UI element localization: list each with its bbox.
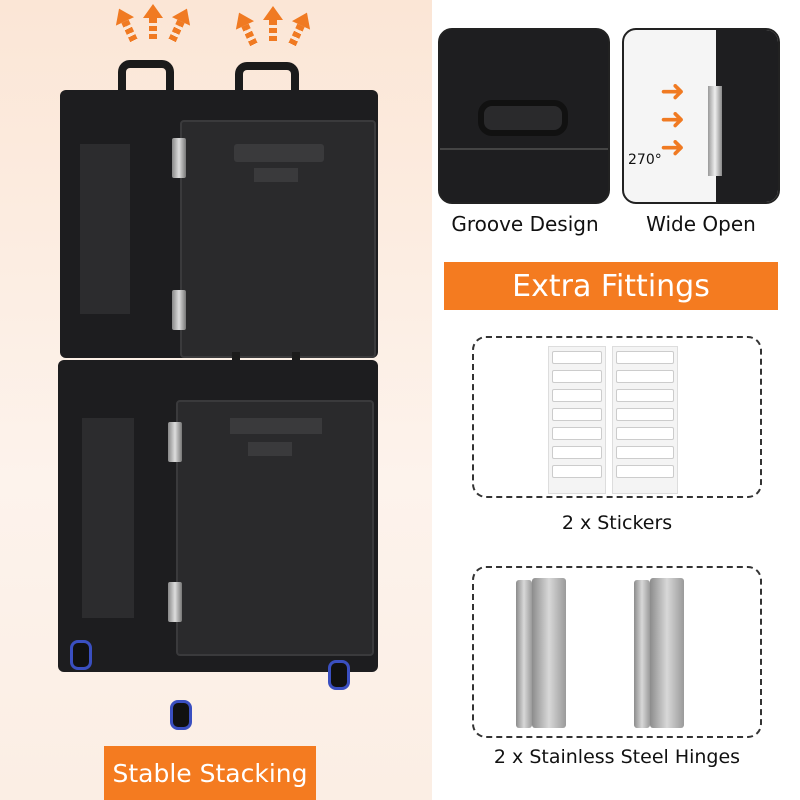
- wide-open-caption: Wide Open: [646, 212, 756, 236]
- hinges-box: [472, 566, 762, 738]
- groove-design-caption: Groove Design: [451, 212, 599, 236]
- product-panel: Stable Stacking: [0, 0, 432, 800]
- angle-label: 270°: [628, 152, 662, 168]
- top-carrier: [60, 90, 378, 358]
- stable-stacking-label: Stable Stacking: [104, 746, 316, 800]
- groove-design-image: [438, 28, 610, 204]
- stickers-box: [472, 336, 762, 498]
- extra-fittings-banner: Extra Fittings: [444, 262, 778, 310]
- stickers-caption: 2 x Stickers: [561, 512, 673, 534]
- bottom-carrier: [58, 360, 378, 672]
- rotate-arrows-icon: ➜➜➜: [660, 74, 686, 165]
- wide-open-image: ➜➜➜ 270°: [622, 28, 780, 204]
- hinges-caption: 2 x Stainless Steel Hinges: [493, 746, 741, 768]
